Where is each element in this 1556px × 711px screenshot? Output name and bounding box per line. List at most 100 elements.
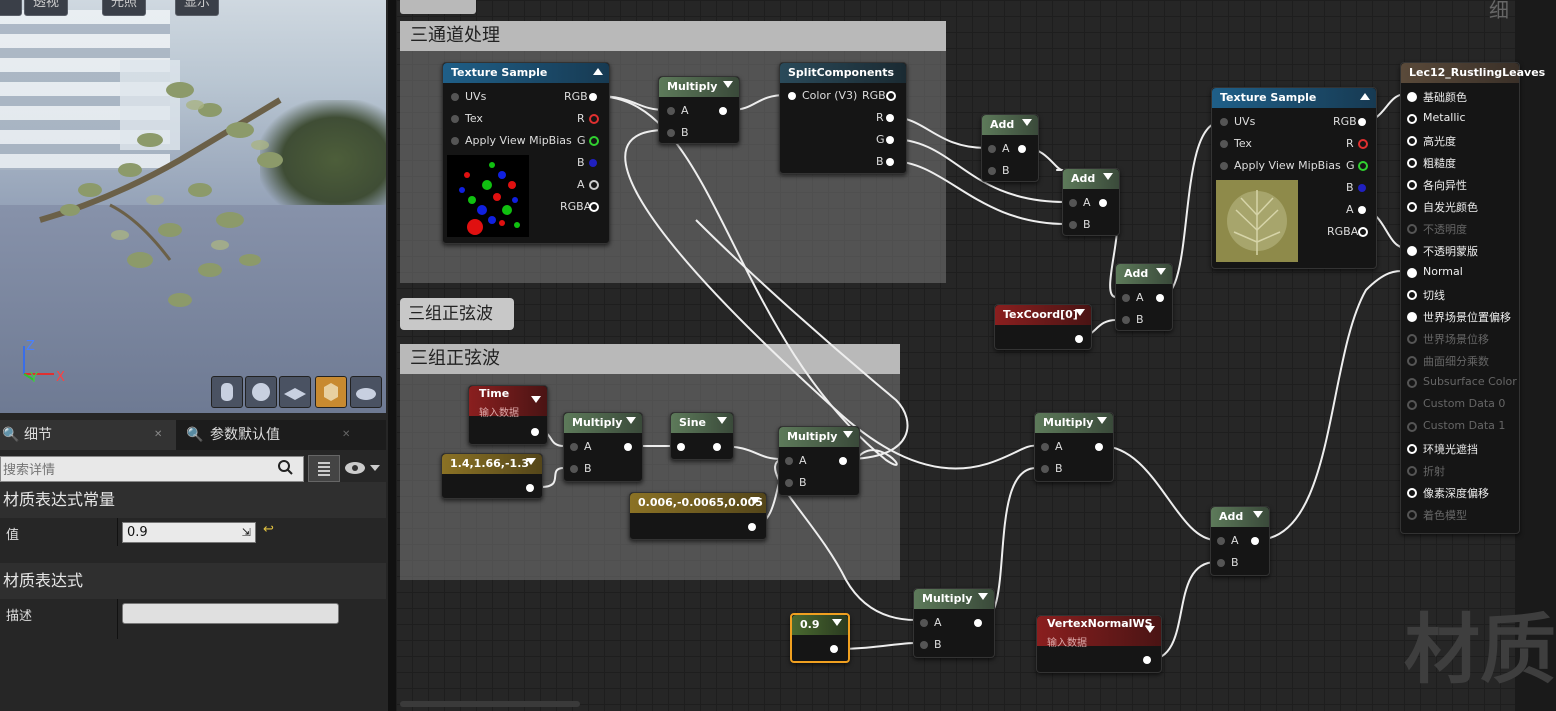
constant-0-9-out-pin[interactable] [830, 645, 838, 653]
chevron-down-icon[interactable] [626, 417, 636, 424]
rgba-out-pin[interactable] [589, 202, 599, 212]
material-pin-8[interactable] [1407, 268, 1417, 278]
collapse-arrow-icon[interactable] [1360, 93, 1370, 100]
mul3-a-pin[interactable] [785, 457, 793, 465]
add4-b-pin[interactable] [1217, 559, 1225, 567]
view-options-grid-button[interactable] [308, 455, 340, 482]
ts2-b-pin[interactable] [1358, 184, 1366, 192]
section-expression-constant[interactable]: 材质表达式常量 [0, 482, 386, 518]
add1-b-pin[interactable] [988, 167, 996, 175]
a-out-pin[interactable] [589, 180, 599, 190]
constant-0-9-node[interactable]: 0.9 [790, 613, 850, 663]
multiply-node-3[interactable]: Multiply A B [778, 426, 860, 496]
tab-defaults-close-icon[interactable]: ✕ [342, 429, 351, 440]
ts2-g-pin[interactable] [1358, 161, 1368, 171]
chevron-down-icon[interactable] [1145, 626, 1155, 633]
split-color-in-pin[interactable] [788, 92, 796, 100]
add-4-header[interactable]: Add [1211, 507, 1269, 527]
tab-details-close-icon[interactable]: ✕ [154, 429, 163, 440]
constant-0-9-header[interactable]: 0.9 [792, 615, 848, 635]
collapse-arrow-icon[interactable] [593, 68, 603, 75]
texture-sample-2-header[interactable]: Texture Sample [1212, 88, 1376, 108]
ts2-uvs-pin[interactable] [1220, 118, 1228, 126]
add4-a-pin[interactable] [1217, 537, 1225, 545]
mul4-a-pin[interactable] [1041, 443, 1049, 451]
material-pin-1[interactable] [1407, 114, 1417, 124]
chevron-down-icon[interactable] [1075, 309, 1085, 316]
add4-out-pin[interactable] [1251, 537, 1259, 545]
plane-preview-button[interactable] [279, 376, 311, 408]
sine-header[interactable]: Sine [671, 413, 733, 433]
mul2-a-pin[interactable] [570, 443, 578, 451]
multiply-2-header[interactable]: Multiply [564, 413, 642, 433]
ts2-r-pin[interactable] [1358, 139, 1368, 149]
multiply-3-header[interactable]: Multiply [779, 427, 859, 447]
add2-a-pin[interactable] [1069, 199, 1077, 207]
material-pin-2[interactable] [1407, 136, 1417, 146]
material-pin-19[interactable] [1407, 510, 1417, 520]
material-pin-9[interactable] [1407, 290, 1417, 300]
multiply-node-2[interactable]: Multiply A B [563, 412, 643, 482]
sphere-preview-button[interactable] [245, 376, 277, 408]
chevron-down-icon[interactable] [1097, 417, 1107, 424]
material-result-header[interactable]: Lec12_RustlingLeaves [1401, 63, 1545, 83]
material-pin-10[interactable] [1407, 312, 1417, 322]
material-pin-11[interactable] [1407, 334, 1417, 344]
mul4-out-pin[interactable] [1095, 443, 1103, 451]
chevron-down-icon[interactable] [843, 431, 853, 438]
ts2-tex-pin[interactable] [1220, 140, 1228, 148]
chevron-down-icon[interactable] [723, 81, 733, 88]
multiply-4-header[interactable]: Multiply [1035, 413, 1113, 433]
multiply-5-header[interactable]: Multiply [914, 589, 994, 609]
material-pin-0[interactable] [1407, 92, 1417, 102]
add-node-3[interactable]: Add A B [1115, 263, 1173, 331]
material-pin-17[interactable] [1407, 466, 1417, 476]
search-icon[interactable] [276, 458, 294, 476]
tab-details[interactable]: 🔍 细节 ✕ [0, 420, 176, 450]
mul2-b-pin[interactable] [570, 465, 578, 473]
constant3-node-2[interactable]: 0.006,-0.0065,0.005 [629, 492, 767, 540]
texture-sample-node-1[interactable]: Texture Sample UVs Tex Apply View MipBia… [442, 62, 610, 244]
constant3-2-out-pin[interactable] [748, 523, 756, 531]
panel-splitter[interactable] [388, 0, 396, 711]
perspective-button[interactable]: 透视 [24, 0, 69, 16]
mul2-out-pin[interactable] [624, 443, 632, 451]
add-3-header[interactable]: Add [1116, 264, 1172, 284]
viewport-menu-button[interactable] [0, 0, 22, 16]
sine-node[interactable]: Sine [670, 412, 734, 460]
add1-out-pin[interactable] [1018, 145, 1026, 153]
chevron-down-icon[interactable] [1253, 511, 1263, 518]
tab-param-defaults[interactable]: 🔍 参数默认值 ✕ [176, 420, 362, 450]
material-pin-16[interactable] [1407, 444, 1417, 454]
rgb-out-pin[interactable] [589, 93, 597, 101]
chevron-down-icon[interactable] [526, 458, 536, 465]
add1-a-pin[interactable] [988, 145, 996, 153]
chevron-down-icon[interactable] [717, 417, 727, 424]
texcoord-header[interactable]: TexCoord[0] [995, 305, 1091, 325]
reset-to-default-icon[interactable]: ↩ [263, 522, 274, 537]
split-b-pin[interactable] [886, 158, 894, 166]
chevron-down-icon[interactable] [978, 593, 988, 600]
texcoord-out-pin[interactable] [1075, 335, 1083, 343]
constant3-node-1[interactable]: 1.4,1.66,-1.3 [441, 453, 543, 499]
mul1-a-pin[interactable] [667, 107, 675, 115]
mul3-b-pin[interactable] [785, 479, 793, 487]
uvs-pin[interactable] [451, 93, 459, 101]
texture-sample-1-header[interactable]: Texture Sample [443, 63, 609, 83]
material-pin-5[interactable] [1407, 202, 1417, 212]
mul3-out-pin[interactable] [839, 457, 847, 465]
chevron-down-icon[interactable] [832, 619, 842, 626]
ts2-mipbias-pin[interactable] [1220, 162, 1228, 170]
sine-out-pin[interactable] [713, 443, 721, 451]
mul4-b-pin[interactable] [1041, 465, 1049, 473]
add-node-2[interactable]: Add A B [1062, 168, 1120, 236]
chevron-down-icon[interactable] [531, 396, 541, 403]
add3-out-pin[interactable] [1156, 294, 1164, 302]
material-pin-14[interactable] [1407, 400, 1417, 410]
chevron-down-icon[interactable] [1103, 173, 1113, 180]
constant3-1-out-pin[interactable] [526, 484, 534, 492]
material-pin-6[interactable] [1407, 224, 1417, 234]
